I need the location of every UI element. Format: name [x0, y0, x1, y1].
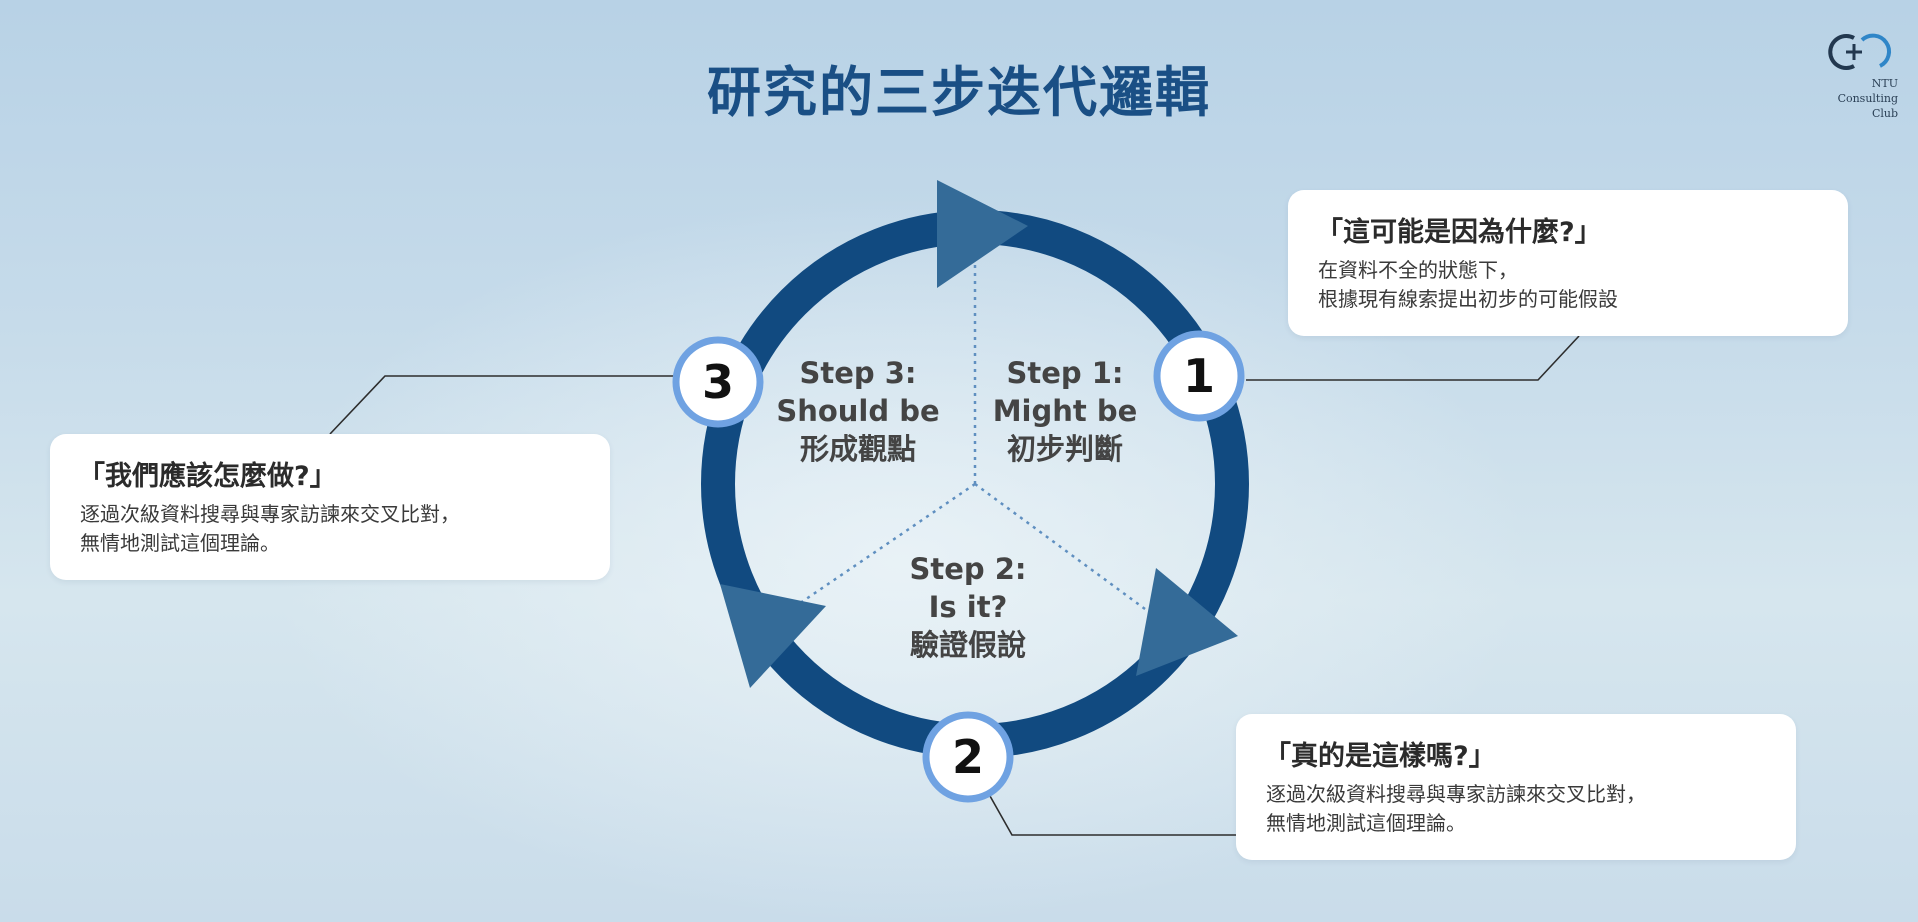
card-step2-body: 逐過次級資料搜尋與專家訪諫來交叉比對， 無情地測試這個理論。: [1266, 780, 1646, 838]
connector-step2: [989, 795, 1236, 836]
logo-right-arc: [1860, 33, 1891, 68]
arrowhead-right: [1136, 568, 1238, 676]
step2-en-line1: Step 2:: [909, 552, 1027, 586]
card-step1-body-line1: 在資料不全的狀態下，: [1318, 258, 1518, 282]
card-step2: 「真的是這樣嗎?」 逐過次級資料搜尋與專家訪諫來交叉比對， 無情地測試這個理論。: [1236, 714, 1796, 860]
step-label-2: Step 2: Is it? 驗證假說: [878, 550, 1058, 664]
step-badge-2: 2: [922, 711, 1014, 803]
step2-zh: 驗證假說: [909, 628, 1026, 662]
card-step3: 「我們應該怎麼做?」 逐過次級資料搜尋與專家訪諫來交叉比對， 無情地測試這個理論…: [50, 434, 610, 580]
logo-text: NTU Consulting Club: [1838, 76, 1898, 121]
step-number-3: 3: [702, 355, 734, 409]
card-step2-body-line1: 逐過次級資料搜尋與專家訪諫來交叉比對，: [1266, 782, 1646, 806]
step-badge-3: 3: [672, 336, 764, 428]
logo-line-consulting: Consulting: [1837, 92, 1898, 105]
logo-line-ntu: NTU: [1871, 77, 1898, 90]
arrowhead-left: [720, 584, 826, 688]
step1-zh: 初步判斷: [1006, 432, 1123, 466]
logo-left-arc: [1828, 34, 1855, 70]
step1-en-line1: Step 1:: [1006, 356, 1124, 390]
step-label-3: Step 3: Should be 形成觀點: [768, 354, 948, 468]
step1-en-line2: Might be: [992, 394, 1138, 428]
logo-line-club: Club: [1871, 107, 1898, 120]
card-step1-body-line2: 根據現有線索提出初步的可能假設: [1318, 287, 1618, 311]
step-number-2: 2: [952, 730, 984, 784]
card-step1: 「這可能是因為什麼?」 在資料不全的狀態下， 根據現有線索提出初步的可能假設: [1288, 190, 1848, 336]
connector-step3: [329, 375, 676, 435]
step3-zh: 形成觀點: [799, 432, 916, 466]
step3-en-line2: Should be: [776, 394, 940, 428]
card-step3-body-line1: 逐過次級資料搜尋與專家訪諫來交叉比對，: [80, 502, 460, 526]
arrowhead-top: [937, 180, 1028, 288]
step-badge-1: 1: [1153, 330, 1245, 422]
connector-step1: [1246, 335, 1580, 381]
step3-en-line1: Step 3:: [799, 356, 917, 390]
step-number-1: 1: [1183, 349, 1215, 403]
divider-left: [789, 482, 976, 612]
step2-en-line2: Is it?: [928, 590, 1008, 624]
page-title: 研究的三步迭代邏輯: [707, 61, 1211, 124]
card-step2-title: 「真的是這樣嗎?」: [1264, 741, 1496, 772]
club-logo: [1828, 33, 1891, 70]
card-step1-body: 在資料不全的狀態下， 根據現有線索提出初步的可能假設: [1318, 256, 1618, 314]
card-step2-body-line2: 無情地測試這個理論。: [1266, 811, 1466, 835]
step-label-1: Step 1: Might be 初步判斷: [985, 354, 1145, 468]
card-step1-title: 「這可能是因為什麼?」: [1316, 217, 1602, 248]
card-step3-title: 「我們應該怎麼做?」: [78, 461, 337, 492]
card-step3-body: 逐過次級資料搜尋與專家訪諫來交叉比對， 無情地測試這個理論。: [80, 500, 460, 558]
divider-right: [974, 482, 1161, 622]
card-step3-body-line2: 無情地測試這個理論。: [80, 531, 280, 555]
